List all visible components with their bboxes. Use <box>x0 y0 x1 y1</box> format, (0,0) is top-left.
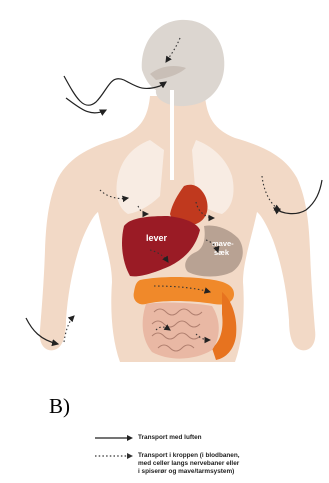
dotted-arrow-icon <box>95 452 133 460</box>
legend-item-air: Transport med luften <box>95 434 202 442</box>
liver-label: lever <box>146 233 168 243</box>
legend-text-internal: Transport i kroppen (i blodbanen, med ce… <box>138 452 240 476</box>
head <box>142 20 224 106</box>
panel-letter: B) <box>49 394 70 419</box>
legend-text-air: Transport med luften <box>138 434 202 442</box>
large-intestine <box>134 277 234 305</box>
small-intestine <box>143 303 219 359</box>
stomach-label-line2: sæk <box>214 248 230 257</box>
solid-arrow-icon <box>95 434 133 442</box>
stomach-label-line1: mave- <box>212 239 234 248</box>
legend-item-internal: Transport i kroppen (i blodbanen, med ce… <box>95 452 240 476</box>
